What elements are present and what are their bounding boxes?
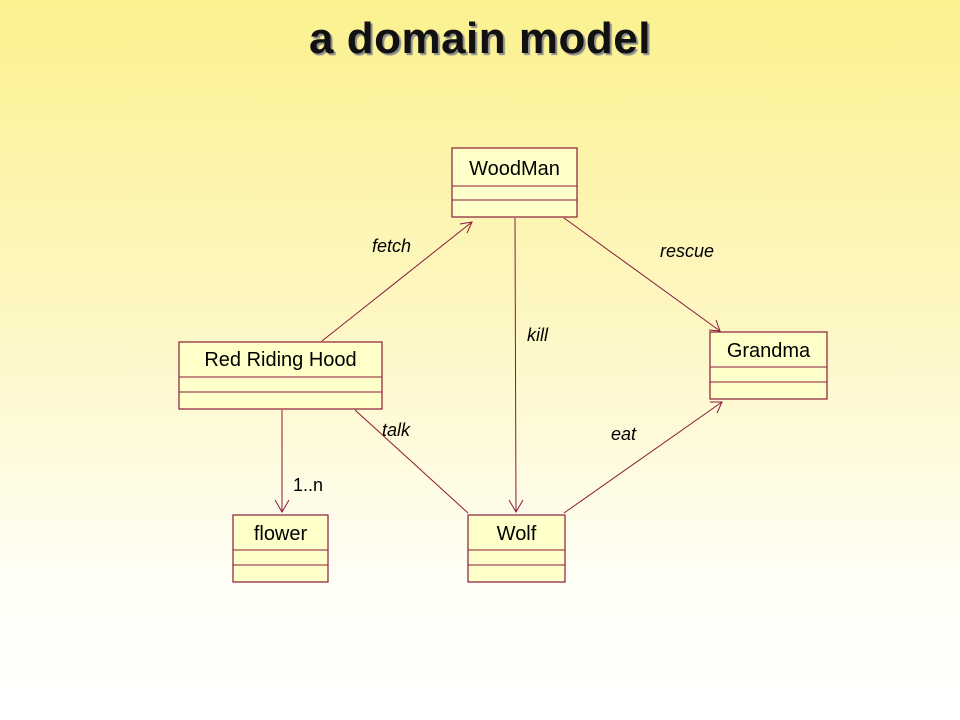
association-eat-label: eat [611, 424, 637, 444]
class-woodman[interactable]: WoodMan [451, 147, 578, 218]
association-talk-label: talk [382, 420, 411, 440]
association-kill: kill [508, 217, 549, 513]
class-wolf[interactable]: Wolf [467, 514, 566, 583]
class-flower[interactable]: flower [232, 514, 329, 583]
association-flower: 1..n [274, 410, 323, 513]
association-rescue: rescue [563, 217, 721, 332]
association-eat: eat [563, 401, 723, 514]
class-wolf-name: Wolf [497, 523, 537, 545]
association-flower-multiplicity: 1..n [293, 475, 323, 495]
association-fetch-label: fetch [372, 236, 411, 256]
class-red-riding-hood[interactable]: Red Riding Hood [178, 341, 383, 410]
page-title: a domain model [309, 14, 651, 63]
class-red-riding-hood-name: Red Riding Hood [204, 349, 356, 371]
association-kill-label: kill [527, 325, 549, 345]
association-rescue-label: rescue [660, 241, 714, 261]
class-grandma-name: Grandma [727, 340, 811, 362]
class-flower-name: flower [254, 523, 308, 545]
class-grandma[interactable]: Grandma [709, 331, 828, 400]
class-woodman-name: WoodMan [469, 158, 560, 180]
association-fetch: fetch [321, 221, 473, 342]
association-talk: talk [354, 409, 469, 514]
